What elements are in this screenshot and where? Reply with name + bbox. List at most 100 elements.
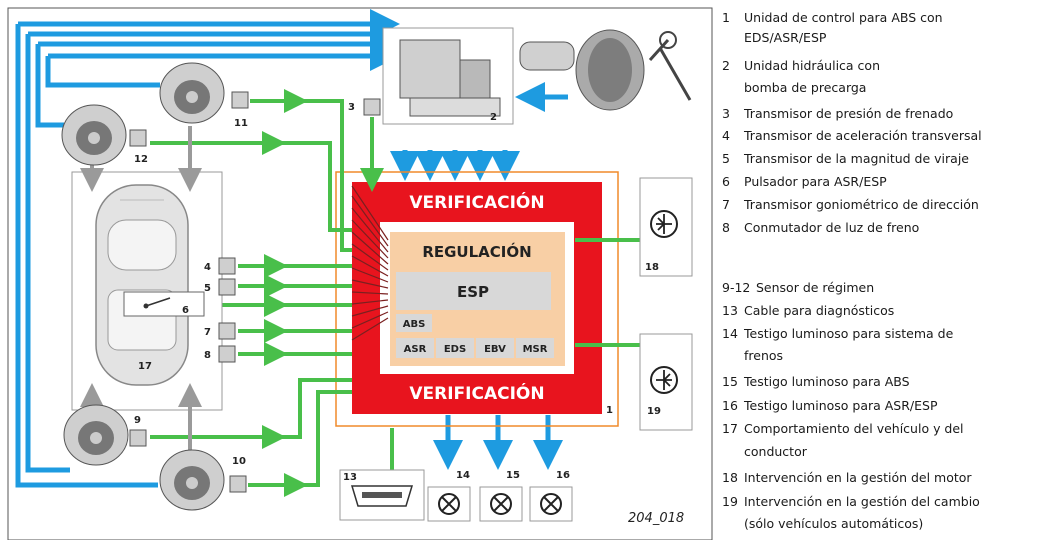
abs-warning-lamp-icon <box>490 493 512 515</box>
legend-item-2: 2 Unidad hidráulica con <box>722 58 880 74</box>
abs-label: ABS <box>403 319 426 330</box>
legend-item-3: 3 Transmisor de presión de frenado <box>722 106 953 122</box>
legend-text: Unidad de control para ABS con <box>744 10 943 25</box>
legend-number: 17 <box>722 421 738 436</box>
legend-number: 9-12 <box>722 280 751 295</box>
brake-booster-icon <box>519 29 692 111</box>
verification-top-label: VERIFICACIÓN <box>409 191 544 213</box>
callout-15: 15 <box>506 470 520 481</box>
legend-number: 7 <box>722 197 730 212</box>
wheel-sensor-9 <box>63 404 147 466</box>
callout-8: 8 <box>204 350 211 361</box>
legend-text: Transmisor de la magnitud de viraje <box>744 151 969 166</box>
callout-16: 16 <box>556 470 570 481</box>
legend: 1 Unidad de control para ABS con EDS/ASR/… <box>722 8 1058 538</box>
diagram-frame <box>7 7 713 540</box>
legend-number: 16 <box>722 398 738 413</box>
eds-module <box>436 338 474 358</box>
legend-text: Conmutador de luz de freno <box>744 220 920 235</box>
esp-warning-lamp-icon <box>540 493 562 515</box>
brake-warning-lamp-icon <box>438 493 460 515</box>
gearbox-management-icon <box>650 366 678 394</box>
legend-item-1: 1 Unidad de control para ABS con <box>722 10 943 26</box>
esp-system-diagram: VERIFICACIÓN VERIFICACIÓN REGULACIÓN ESP… <box>7 7 713 540</box>
legend-item-14: 14 Testigo luminoso para sistema de <box>722 326 953 342</box>
blue-signal-lines <box>15 9 568 488</box>
callout-18: 18 <box>645 262 659 273</box>
legend-number: 2 <box>722 58 730 73</box>
legend-number: 1 <box>722 10 730 25</box>
ebv-label: EBV <box>484 344 506 355</box>
legend-item-4: 4 Transmisor de aceleración transversal <box>722 128 982 144</box>
legend-text: conductor <box>744 444 807 459</box>
legend-number: 6 <box>722 174 730 189</box>
wheel-sensor-10 <box>159 449 247 511</box>
callout-14: 14 <box>456 470 470 481</box>
legend-text: Transmisor de presión de frenado <box>744 106 954 121</box>
asr-label: ASR <box>404 344 427 355</box>
legend-text: Unidad hidráulica con <box>744 58 880 73</box>
legend-number: 13 <box>722 303 738 318</box>
esp-button-icon <box>123 291 205 317</box>
callout-10: 10 <box>232 456 246 467</box>
legend-item-14-cont: frenos <box>744 348 783 364</box>
legend-text: Cable para diagnósticos <box>744 303 895 318</box>
msr-module <box>516 338 554 358</box>
wheel-sensor-12 <box>61 104 147 166</box>
callout-5: 5 <box>204 283 211 294</box>
legend-item-19-cont: (sólo vehículos automáticos) <box>744 516 923 532</box>
msr-label: MSR <box>523 344 548 355</box>
green-signal-lines <box>150 89 640 497</box>
callout-1: 1 <box>606 405 613 416</box>
legend-item-9-12: 9-12 Sensor de régimen <box>722 280 874 296</box>
esp-label: ESP <box>457 283 489 301</box>
wheel-sensor-11 <box>159 62 249 124</box>
callout-19: 19 <box>647 406 661 417</box>
callout-13: 13 <box>343 472 357 483</box>
control-unit-border <box>335 171 619 427</box>
callout-6: 6 <box>182 305 189 316</box>
sensor-boxes <box>218 98 381 363</box>
callout-2: 2 <box>490 112 497 123</box>
legend-number: 3 <box>722 106 730 121</box>
regulation-label: REGULACIÓN <box>422 242 531 261</box>
legend-text: bomba de precarga <box>744 80 867 95</box>
diagnostic-connector-icon <box>350 485 414 507</box>
legend-item-2-cont: bomba de precarga <box>744 80 866 96</box>
callout-4: 4 <box>204 262 211 273</box>
legend-text: Sensor de régimen <box>756 280 875 295</box>
figure-code: 204_018 <box>628 511 684 526</box>
legend-text: Testigo luminoso para ABS <box>744 374 910 389</box>
legend-text: Testigo luminoso para sistema de <box>744 326 954 341</box>
verification-bottom-label: VERIFICACIÓN <box>409 382 544 404</box>
legend-number: 18 <box>722 470 738 485</box>
abs-module <box>396 314 432 332</box>
legend-text: Intervención en la gestión del cambio <box>744 494 980 509</box>
hydraulic-unit-icon <box>399 39 501 117</box>
ebv-module <box>476 338 514 358</box>
legend-item-1-cont: EDS/ASR/ESP <box>744 30 826 46</box>
legend-number: 14 <box>722 326 738 341</box>
engine-management-icon <box>650 210 678 238</box>
legend-text: EDS/ASR/ESP <box>744 30 827 45</box>
legend-text: Transmisor de aceleración transversal <box>744 128 982 143</box>
callout-17: 17 <box>138 361 152 372</box>
asr-module <box>396 338 434 358</box>
input-wires <box>351 185 389 341</box>
legend-number: 4 <box>722 128 730 143</box>
legend-text: Pulsador para ASR/ESP <box>744 174 887 189</box>
eds-label: EDS <box>444 344 466 355</box>
legend-number: 19 <box>722 494 738 509</box>
legend-number: 5 <box>722 151 730 166</box>
legend-item-5: 5 Transmisor de la magnitud de viraje <box>722 151 969 167</box>
legend-text: frenos <box>744 348 784 363</box>
legend-text: (sólo vehículos automáticos) <box>744 516 924 531</box>
callout-7: 7 <box>204 327 211 338</box>
legend-item-6: 6 Pulsador para ASR/ESP <box>722 174 887 190</box>
